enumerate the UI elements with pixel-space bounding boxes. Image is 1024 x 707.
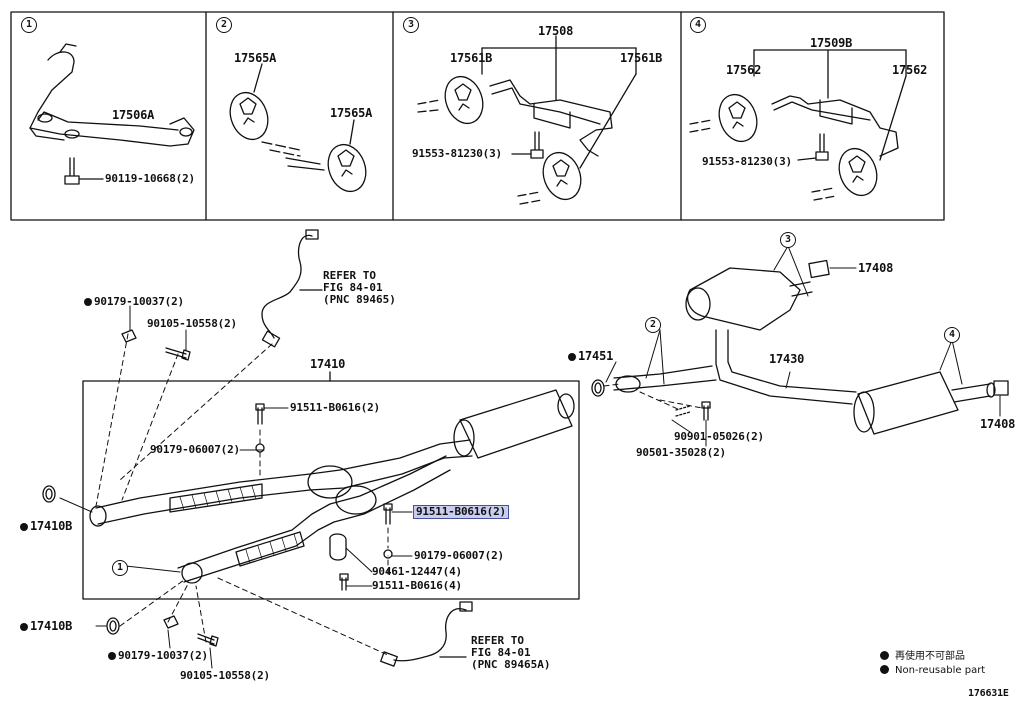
detail-panels-frame xyxy=(10,11,945,221)
part-label-91511-b0616-selected[interactable]: 91511-B0616(2) xyxy=(413,505,509,519)
part-label-91553-81230-p4[interactable]: 91553-81230(3) xyxy=(702,155,792,168)
refer-to-note-bottom: REFER TO FIG 84-01 (PNC 89465A) xyxy=(471,635,550,671)
refer-to-note-top: REFER TO FIG 84-01 (PNC 89465) xyxy=(323,270,396,306)
panel-number-1: 1 xyxy=(21,17,37,33)
part-label-17506a[interactable]: 17506A xyxy=(112,108,155,122)
oxygen-sensor-bottom-drawing xyxy=(380,601,473,667)
part-label-90179-06007-right[interactable]: 90179-06007(2) xyxy=(414,549,504,562)
part-label-17509b[interactable]: 17509B xyxy=(810,36,853,50)
legend-text-jp: 再使用不可部品 xyxy=(895,651,965,662)
part-label-17561b-right[interactable]: 17561B xyxy=(620,51,663,65)
part-label-91511-b0616-top[interactable]: 91511-B0616(2) xyxy=(290,401,380,414)
assembly-17410-frame xyxy=(82,380,580,600)
refer-to-line: REFER TO xyxy=(323,269,376,282)
bracket-17509b-drawing xyxy=(689,49,907,201)
legend-text-en: Non-reusable part xyxy=(895,665,986,676)
ref-circle-3: 3 xyxy=(780,232,796,248)
refer-to-fig[interactable]: FIG 84-01 xyxy=(323,281,383,294)
part-label-90901-05026[interactable]: 90901-05026(2) xyxy=(674,430,764,443)
panel-number-3: 3 xyxy=(403,17,419,33)
part-label-17561b-left[interactable]: 17561B xyxy=(450,51,493,65)
panel-number-2: 2 xyxy=(216,17,232,33)
refer-to-pnc: (PNC 89465) xyxy=(323,293,396,306)
part-label-17410[interactable]: 17410 xyxy=(310,357,346,371)
part-label-90461-12447[interactable]: 90461-12447(4) xyxy=(372,565,462,578)
part-label-17410b-top[interactable]: 17410B xyxy=(20,520,72,532)
figure-id: 176631E xyxy=(968,688,1009,699)
part-label-90105-10558-top[interactable]: 90105-10558(2) xyxy=(147,317,237,330)
legend-non-reusable-en: Non-reusable part xyxy=(880,665,985,676)
part-label-17430[interactable]: 17430 xyxy=(769,352,805,366)
refer-to-fig[interactable]: FIG 84-01 xyxy=(471,646,531,659)
ref-circle-1: 1 xyxy=(112,560,128,576)
bracket-17506a-drawing xyxy=(29,43,195,185)
heat-shield-hatching xyxy=(179,485,299,564)
part-label-17408-top[interactable]: 17408 xyxy=(858,261,894,275)
ref-circle-4: 4 xyxy=(944,327,960,343)
bullet-icon xyxy=(880,651,889,660)
part-label-90105-10558-bottom[interactable]: 90105-10558(2) xyxy=(180,669,270,682)
rear-pipe-17430-drawing xyxy=(613,259,1009,435)
part-label-90179-10037-bottom[interactable]: 90179-10037(2) xyxy=(108,650,208,662)
part-label-17565a-top[interactable]: 17565A xyxy=(234,51,277,65)
part-label-17451[interactable]: 17451 xyxy=(568,350,613,362)
part-label-90179-06007-left[interactable]: 90179-06007(2) xyxy=(150,443,240,456)
part-label-17508[interactable]: 17508 xyxy=(538,24,574,38)
part-label-91553-81230-p3[interactable]: 91553-81230(3) xyxy=(412,147,502,160)
part-label-90501-35028[interactable]: 90501-35028(2) xyxy=(636,446,726,459)
part-label-17410b-bottom[interactable]: 17410B xyxy=(20,620,72,632)
part-label-90119-10668[interactable]: 90119-10668(2) xyxy=(105,172,195,185)
bracket-17508-drawing xyxy=(417,35,637,205)
panel-number-4: 4 xyxy=(690,17,706,33)
small-hardware-drawing xyxy=(42,329,711,647)
ref-circle-2: 2 xyxy=(645,317,661,333)
mount-17565a-drawing xyxy=(229,63,367,193)
legend-non-reusable-jp: 再使用不可部品 xyxy=(880,647,965,662)
part-label-91511-b0616-4[interactable]: 91511-B0616(4) xyxy=(372,579,462,592)
refer-to-line: REFER TO xyxy=(471,634,524,647)
refer-to-pnc: (PNC 89465A) xyxy=(471,658,551,671)
part-label-90179-10037-top[interactable]: 90179-10037(2) xyxy=(84,296,184,308)
part-label-17562-left[interactable]: 17562 xyxy=(726,63,762,77)
oxygen-sensor-top-drawing xyxy=(261,229,323,348)
part-label-17562-right[interactable]: 17562 xyxy=(892,63,928,77)
part-label-17565a-bottom[interactable]: 17565A xyxy=(330,106,373,120)
bullet-icon xyxy=(880,665,889,674)
part-label-17408-bottom[interactable]: 17408 xyxy=(980,417,1016,431)
